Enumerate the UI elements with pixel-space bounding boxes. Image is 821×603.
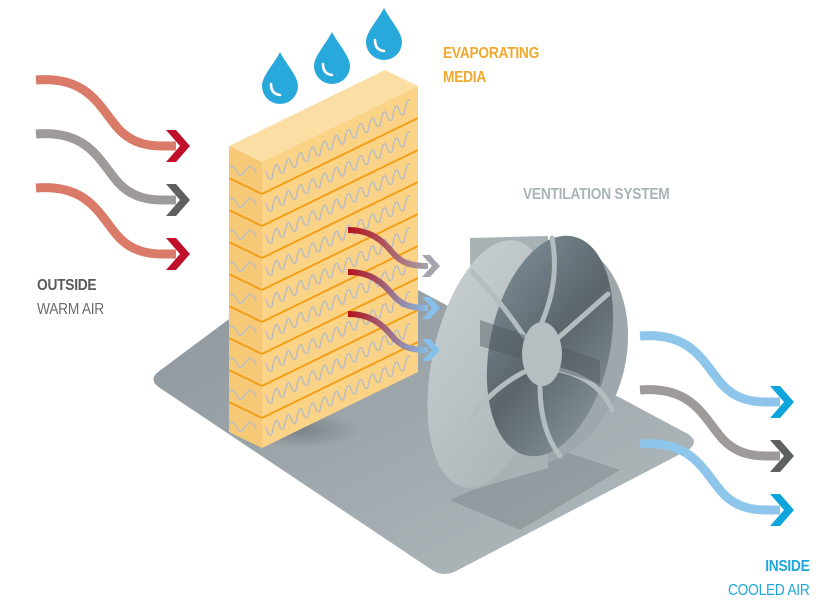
- label-media-line1: EVAPORATING: [443, 45, 540, 62]
- media-wave: [265, 227, 411, 308]
- media-wave: [265, 355, 411, 436]
- label-media-line2: MEDIA: [443, 69, 487, 86]
- media-stripe: [262, 181, 418, 259]
- fan-blade: [539, 235, 557, 325]
- label-cooled-air: COOLED AIR: [728, 582, 810, 599]
- media-stripe-side: [229, 209, 262, 227]
- arrow-head-icon: [422, 255, 440, 277]
- media-wave: [265, 195, 411, 276]
- media-stripe-side: [229, 401, 262, 419]
- media-stripe: [262, 341, 418, 419]
- media-wave-side: [229, 197, 257, 208]
- media-wave: [265, 291, 411, 372]
- arrow-head-icon: [166, 238, 190, 270]
- outgoing-air-arrow: [639, 385, 794, 472]
- media-wave-side: [229, 229, 257, 240]
- outgoing-air-arrow: [639, 331, 794, 418]
- fan-hub: [522, 322, 562, 386]
- media-wave-side: [229, 293, 257, 304]
- media-stripe: [262, 149, 418, 227]
- media-stripe-side: [229, 305, 262, 323]
- incoming-air-arrow: [35, 129, 190, 216]
- media-stripe: [262, 245, 418, 323]
- media-stripe-side: [229, 337, 262, 355]
- water-drop-icon: [314, 32, 350, 84]
- media-wave: [265, 259, 411, 340]
- media-wave-side: [229, 389, 257, 400]
- media-wave-side: [229, 261, 257, 272]
- media-stripe-side: [229, 369, 262, 387]
- media-air-arrow: [347, 311, 440, 361]
- label-warm-air: WARM AIR: [37, 301, 104, 318]
- media-wave-side: [229, 325, 257, 336]
- fan-blade: [467, 369, 527, 423]
- water-drop-icon: [262, 52, 298, 104]
- label-ventilation-system: VENTILATION SYSTEM: [523, 186, 670, 203]
- incoming-air-arrow: [35, 75, 190, 162]
- media-wave: [265, 131, 411, 212]
- media-air-arrow: [347, 269, 440, 319]
- media-stripe-side: [229, 241, 262, 259]
- media-wave: [265, 99, 411, 180]
- media-wave: [265, 163, 411, 244]
- media-wave-side: [229, 421, 257, 432]
- media-stripe: [262, 213, 418, 291]
- water-drop-icon: [366, 8, 402, 60]
- label-outside-warm-air: OUTSIDE WARM AIR: [37, 274, 104, 322]
- arrow-head-icon: [770, 494, 794, 526]
- media-stripe-side: [229, 177, 262, 195]
- arrow-head-icon: [770, 440, 794, 472]
- media-stripe: [262, 117, 418, 195]
- label-evaporating-media: EVAPORATING MEDIA: [443, 42, 539, 90]
- media-wave-side: [229, 165, 257, 176]
- fan-blade: [469, 269, 527, 339]
- media-stripe-side: [229, 273, 262, 291]
- fan-shadow: [450, 450, 620, 530]
- fan-blade: [555, 291, 611, 341]
- fan: [427, 235, 629, 490]
- media-face: [262, 86, 418, 448]
- media-wave: [265, 323, 411, 404]
- fan-blade: [537, 383, 563, 459]
- media-stripe: [262, 309, 418, 387]
- arrow-head-icon: [422, 297, 440, 319]
- arrow-head-icon: [166, 130, 190, 162]
- evaporating-media: [229, 70, 418, 448]
- incoming-air-arrow: [35, 183, 190, 270]
- arrow-head-icon: [422, 339, 440, 361]
- arrow-head-icon: [166, 184, 190, 216]
- media-wave-side: [229, 357, 257, 368]
- label-inside: INSIDE: [765, 558, 810, 575]
- fan-blade: [557, 367, 615, 413]
- arrow-head-icon: [770, 386, 794, 418]
- label-outside: OUTSIDE: [37, 277, 97, 294]
- label-inside-cooled-air: INSIDE COOLED AIR: [728, 555, 810, 603]
- media-top: [229, 70, 418, 162]
- outgoing-air-arrow: [639, 439, 794, 526]
- media-air-arrow: [347, 227, 440, 277]
